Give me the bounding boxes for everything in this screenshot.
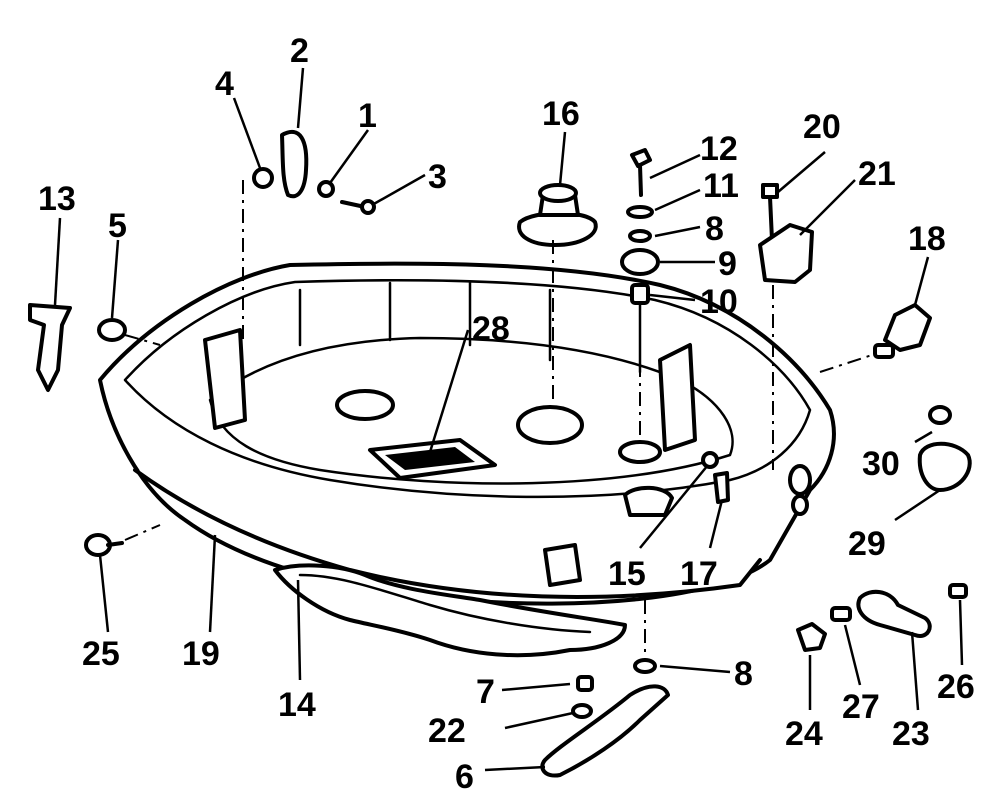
callout-13: 13 xyxy=(38,180,76,218)
part-14-seal xyxy=(273,563,627,658)
callout-10: 10 xyxy=(700,283,738,321)
part-13-lever xyxy=(28,303,127,392)
part-6-bracket xyxy=(540,658,670,778)
callout-29: 29 xyxy=(848,525,886,563)
callout-20: 20 xyxy=(803,108,841,146)
callout-3: 3 xyxy=(428,158,447,196)
callout-18: 18 xyxy=(908,220,946,258)
callout-9: 9 xyxy=(718,245,737,283)
callout-21: 21 xyxy=(858,155,896,193)
callout-8-upper: 8 xyxy=(705,210,724,248)
part-18-fitting xyxy=(873,303,932,359)
callout-27: 27 xyxy=(842,688,880,726)
callout-11: 11 xyxy=(703,167,739,205)
alignment-lines xyxy=(124,180,873,660)
callout-12: 12 xyxy=(700,130,738,168)
lower-motor-cover xyxy=(98,261,836,606)
callout-4: 4 xyxy=(215,65,234,103)
callout-26: 26 xyxy=(937,668,975,706)
callout-22: 22 xyxy=(428,712,466,750)
callout-6: 6 xyxy=(455,758,474,796)
callout-15: 15 xyxy=(608,555,646,593)
callout-25: 25 xyxy=(82,635,120,673)
linkage-parts xyxy=(796,583,968,652)
callout-28: 28 xyxy=(472,310,510,348)
callout-16: 16 xyxy=(542,95,580,133)
callouts: 1 2 3 4 5 6 7 8 8 9 10 11 12 13 14 15 16… xyxy=(38,32,975,796)
mount-hardware-stack xyxy=(620,148,660,305)
latch-parts xyxy=(252,129,376,215)
callout-7: 7 xyxy=(476,673,495,711)
callout-17: 17 xyxy=(680,555,718,593)
callout-30: 30 xyxy=(862,445,900,483)
callout-2: 2 xyxy=(290,32,309,70)
part-28-grommet xyxy=(368,438,497,480)
part-16-rubber-mount xyxy=(517,183,598,247)
part-29-bracket xyxy=(917,405,972,492)
callout-5: 5 xyxy=(108,207,127,245)
callout-14: 14 xyxy=(278,686,316,724)
part-21-clamp xyxy=(758,183,814,284)
callout-1: 1 xyxy=(358,97,377,135)
callout-24: 24 xyxy=(785,715,823,753)
leader-lines xyxy=(53,67,964,772)
callout-19: 19 xyxy=(182,635,220,673)
part-25-knob xyxy=(84,533,124,557)
parts-15-17 xyxy=(701,451,730,504)
callout-8-lower: 8 xyxy=(734,655,753,693)
callout-23: 23 xyxy=(892,715,930,753)
